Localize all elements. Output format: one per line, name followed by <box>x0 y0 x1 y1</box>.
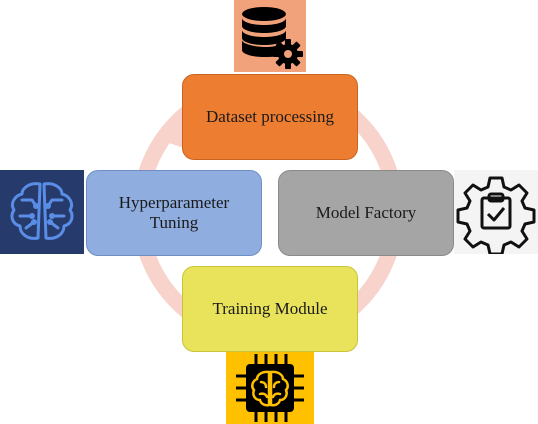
node-hyperparameter-tuning: Hyperparameter Tuning <box>86 170 262 256</box>
brain-chip-icon <box>226 352 314 424</box>
node-training-module: Training Module <box>182 266 358 352</box>
node-model-label: Model Factory <box>315 203 417 222</box>
node-hyper-label: Hyperparameter Tuning <box>118 193 230 232</box>
node-dataset-processing: Dataset processing <box>182 74 358 160</box>
cycle-arrow-head <box>160 112 184 148</box>
node-dataset-label: Dataset processing <box>206 107 334 126</box>
brain-circuit-icon <box>0 170 84 254</box>
gear-clipboard-icon <box>454 170 538 254</box>
node-training-label: Training Module <box>212 299 328 318</box>
node-model-factory: Model Factory <box>278 170 454 256</box>
database-gear-icon <box>234 0 306 72</box>
